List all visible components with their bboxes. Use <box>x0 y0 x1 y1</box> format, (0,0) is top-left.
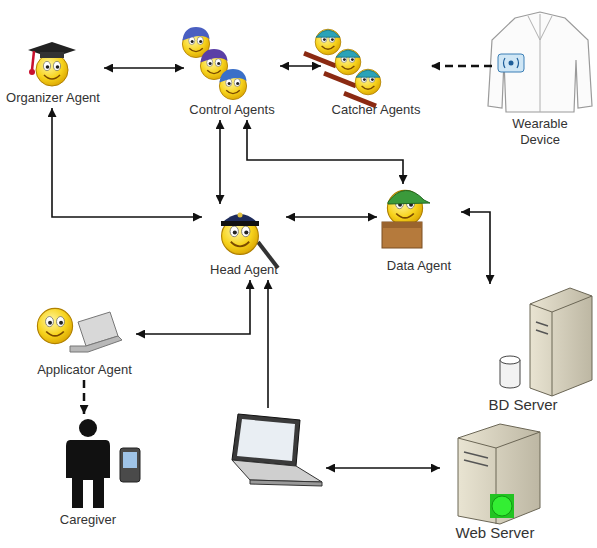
connector-arrow <box>52 108 202 217</box>
connector-arrow <box>280 65 321 67</box>
web-server-icon <box>458 424 540 524</box>
control-icon <box>182 27 246 100</box>
connector-arrow <box>286 216 377 218</box>
organizer-icon <box>28 42 76 86</box>
caregiver-icon <box>66 419 140 508</box>
wearable-icon <box>488 12 592 112</box>
connector-arrow <box>461 212 490 284</box>
node-label: Control Agents <box>184 102 280 118</box>
data-icon <box>382 190 430 248</box>
agent-node: Applicator Agent <box>33 304 136 380</box>
person-node: Caregiver <box>48 414 128 530</box>
node-label: Data Agent <box>377 258 461 274</box>
node-label: Applicator Agent <box>33 362 136 378</box>
bd-server-icon <box>500 288 592 396</box>
applicator-icon <box>37 308 122 352</box>
agent-node: Head Agent <box>202 204 286 280</box>
device-node: Wearable Device <box>492 10 588 150</box>
catcher-icon <box>304 29 381 106</box>
wireless-link <box>83 380 86 414</box>
connector-arrow <box>104 67 184 69</box>
laptop-node <box>226 408 326 490</box>
agent-node: Control Agents <box>184 22 280 120</box>
node-label: Web Server <box>440 524 550 542</box>
server-node: BD Server <box>452 284 594 416</box>
server-node: Web Server <box>440 420 550 544</box>
node-label: Organizer Agent <box>2 90 104 106</box>
connector-arrow <box>247 120 403 184</box>
node-label: Wearable Device <box>492 116 588 148</box>
agent-node: Organizer Agent <box>2 40 104 108</box>
node-label: Caregiver <box>48 512 128 528</box>
connector-arrow <box>136 280 250 334</box>
connector-arrow <box>267 280 269 408</box>
node-label: Catcher Agents <box>321 102 431 118</box>
agent-node: Catcher Agents <box>321 20 431 120</box>
head-icon <box>221 213 278 269</box>
agent-node: Data Agent <box>377 184 461 276</box>
laptop-icon <box>232 414 322 486</box>
wireless-link <box>431 65 492 68</box>
connector-arrow <box>326 467 440 469</box>
node-label: Head Agent <box>202 262 286 278</box>
node-label: BD Server <box>452 396 594 414</box>
connector-arrow <box>219 120 221 204</box>
